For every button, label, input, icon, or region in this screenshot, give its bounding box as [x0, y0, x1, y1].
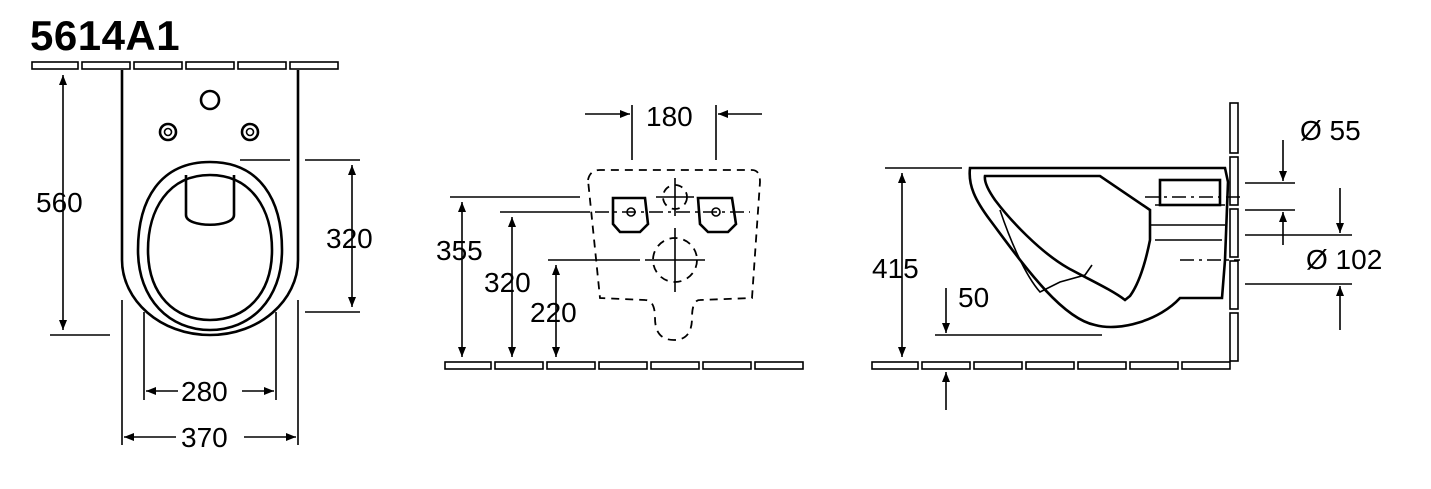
floor-strip-wall: [444, 361, 804, 370]
side-view: 415 50 Ø 55 Ø 102: [871, 102, 1382, 410]
dim-320-front: 320: [326, 223, 373, 254]
model-title: 5614A1: [30, 12, 181, 59]
flush-opening: [184, 175, 236, 226]
fixing-plate-left-icon: [611, 196, 650, 234]
dim-355: 355: [436, 235, 483, 266]
bowl-outline: [120, 70, 300, 337]
dim-220: 220: [530, 297, 577, 328]
fixing-hole-left-icon: [158, 122, 178, 142]
dim-280: 280: [181, 376, 228, 407]
wall-view: 180 355 320 220: [436, 101, 804, 370]
dim-415: 415: [872, 253, 919, 284]
wall-strip-side: [1229, 102, 1239, 362]
bowl-section-outer: [968, 166, 1230, 329]
dim-180: 180: [646, 101, 693, 132]
rear-outline: [587, 169, 761, 341]
floor-strip-side: [871, 361, 1231, 370]
wall-strip-top: [31, 61, 339, 70]
inlet-pipe: [1158, 178, 1222, 207]
fixing-plate-right-icon: [696, 196, 738, 234]
dim-370: 370: [181, 422, 228, 453]
tap-hole-icon: [199, 89, 221, 111]
dim-560: 560: [36, 187, 83, 218]
bowl-section-inner: [983, 174, 1152, 302]
dim-50: 50: [958, 282, 989, 313]
seat-outer-ring: [136, 160, 284, 332]
front-view: 560 320 280 370: [31, 61, 373, 453]
dim-diameter-102: Ø 102: [1306, 244, 1382, 275]
fixing-hole-right-icon: [240, 122, 260, 142]
dim-320-wall: 320: [484, 267, 531, 298]
dim-diameter-55: Ø 55: [1300, 115, 1361, 146]
seat-inner-ring: [146, 173, 274, 322]
